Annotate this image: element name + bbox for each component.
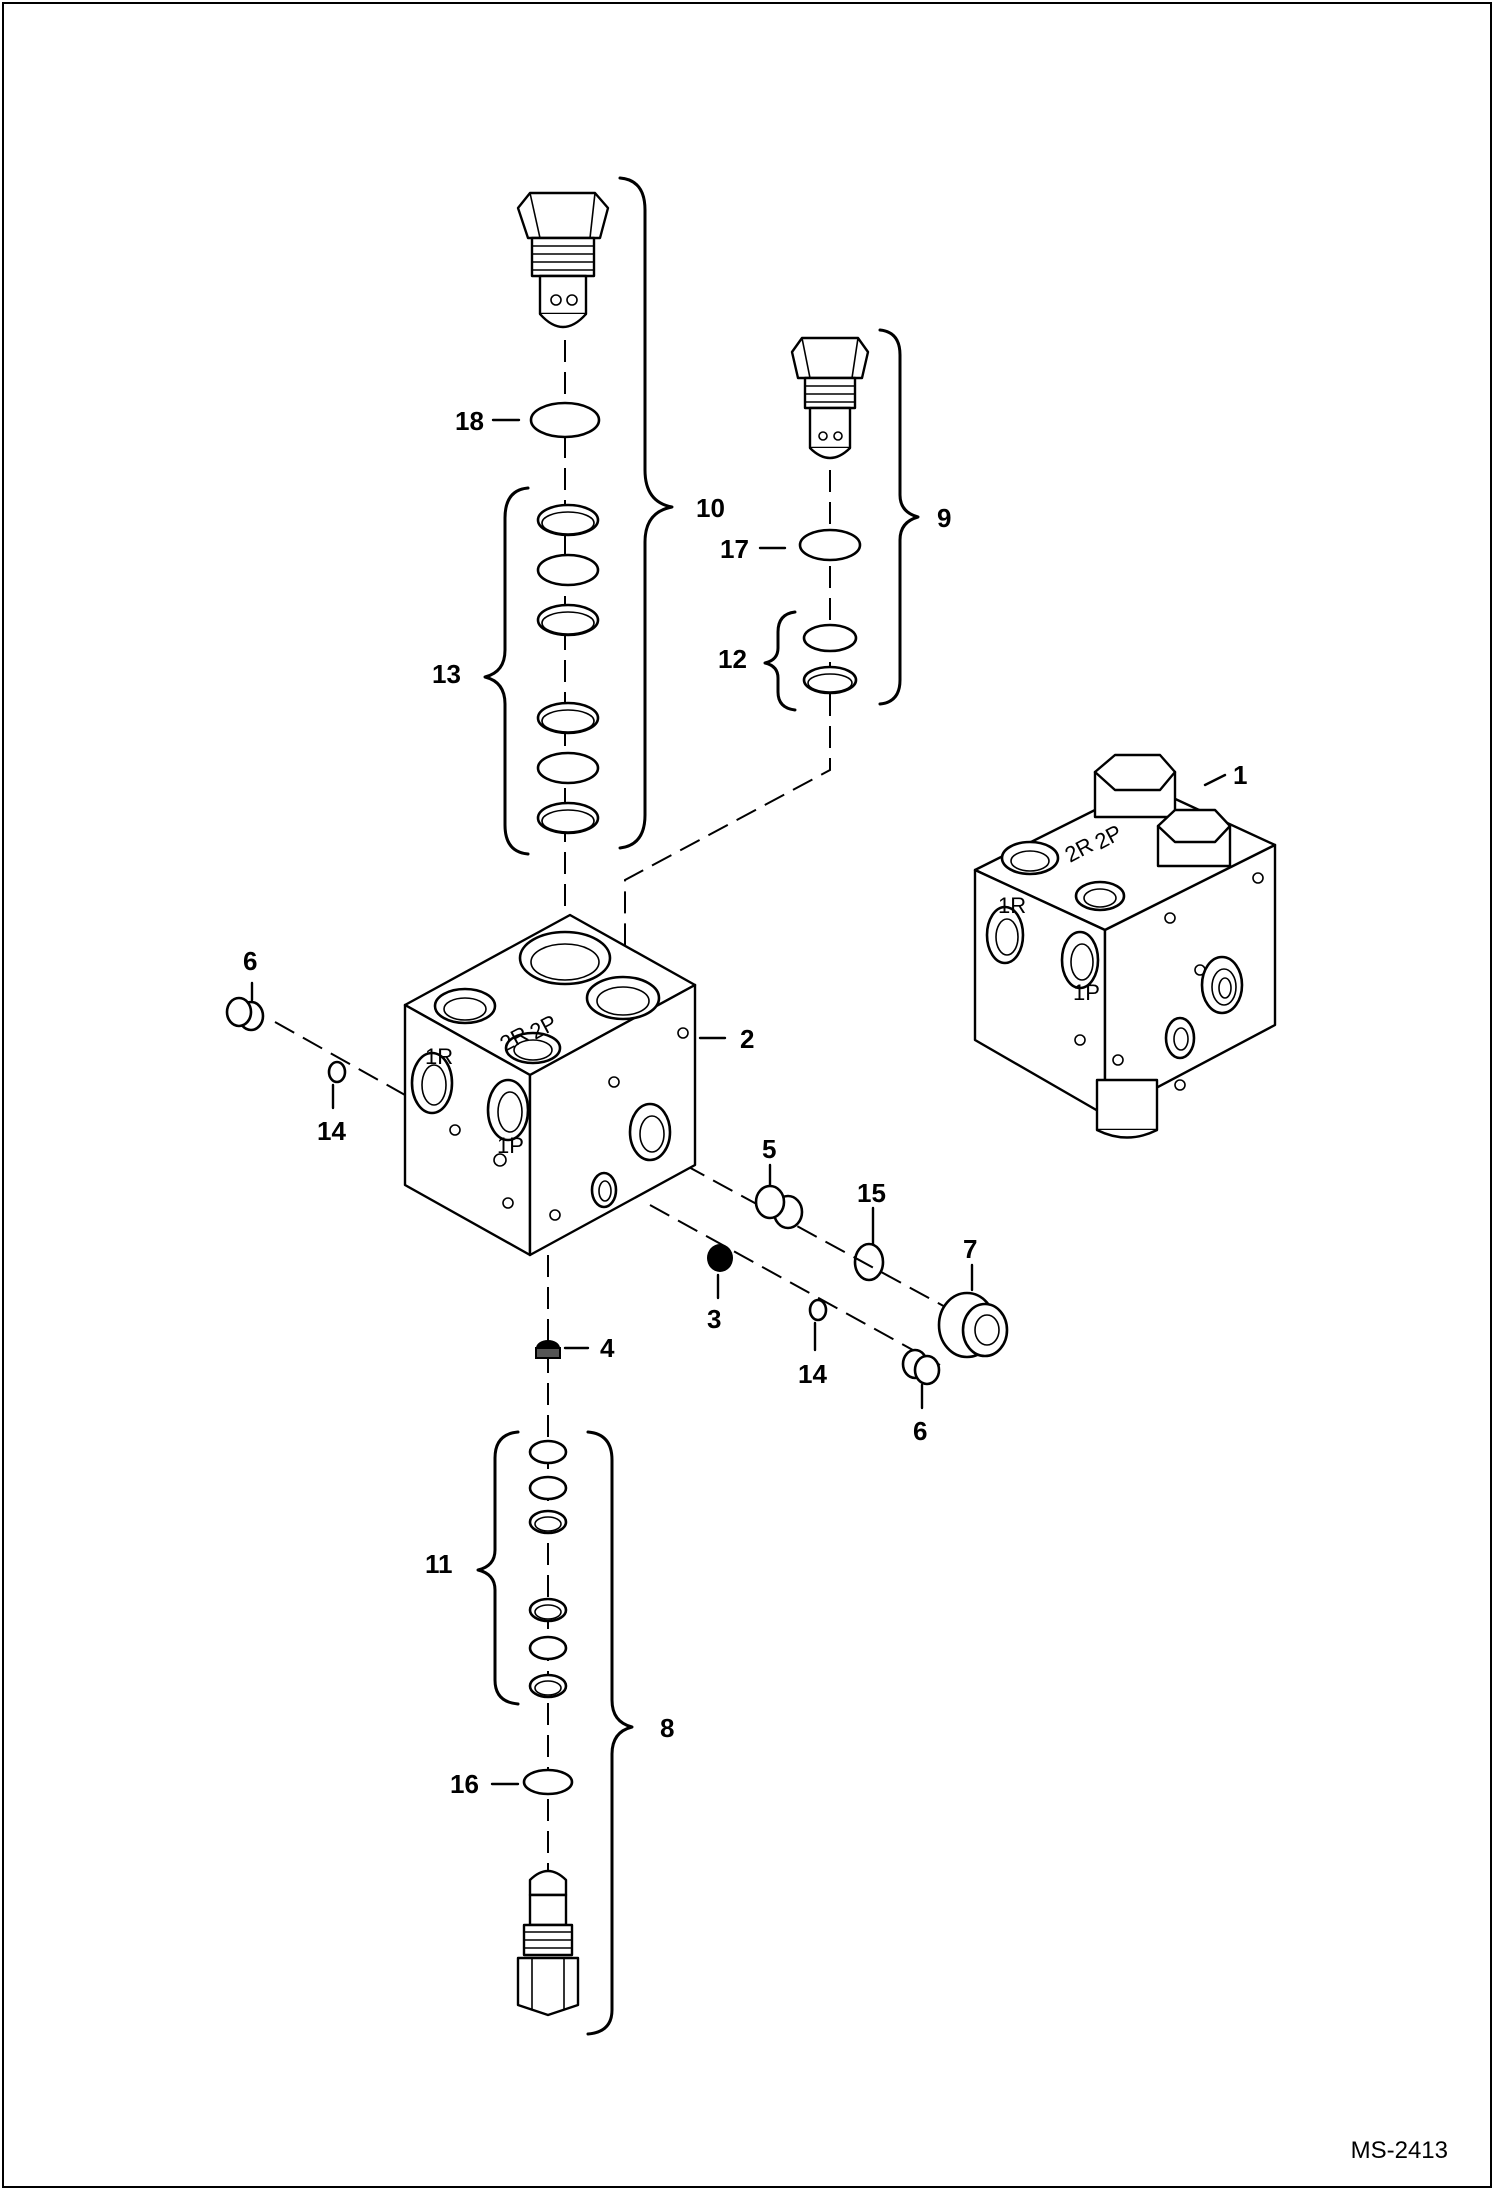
braces: [476, 176, 920, 2036]
callout-5: 5: [762, 1134, 776, 1164]
callout-7: 7: [963, 1234, 977, 1264]
callout-17: 17: [720, 534, 749, 564]
svg-text:1P: 1P: [497, 1133, 524, 1158]
callout-18: 18: [455, 406, 484, 436]
callout-6-right: 6: [913, 1416, 927, 1446]
callout-12: 12: [718, 644, 747, 674]
callout-9: 9: [937, 503, 951, 533]
svg-text:1R: 1R: [425, 1044, 453, 1069]
o-ring-16: [522, 1768, 574, 1796]
valve-body-2: [403, 913, 697, 1257]
svg-text:1R: 1R: [998, 893, 1026, 918]
ring-kit-13: [536, 503, 600, 835]
o-ring-18: [529, 401, 601, 439]
drawing-code: MS-2413: [1351, 2137, 1448, 2164]
o-ring-15: [853, 1242, 885, 1282]
callout-numbers: 1 2 3 4 5 6 6 7 8 9 10 11 12 13 14 14 15…: [243, 406, 1247, 1799]
callout-10: 10: [696, 493, 725, 523]
callout-3: 3: [707, 1304, 721, 1334]
callout-13: 13: [432, 659, 461, 689]
relief-valve-cartridge-8: [516, 1869, 580, 2017]
o-ring-14-left: [327, 1060, 347, 1084]
leader-lines: [250, 418, 1227, 1786]
o-ring-14-right: [808, 1298, 828, 1322]
plug-6-right: [901, 1348, 941, 1386]
callout-15: 15: [857, 1178, 886, 1208]
callout-2: 2: [740, 1024, 754, 1054]
set-screw-4: [535, 1340, 561, 1359]
callout-4: 4: [600, 1333, 615, 1363]
svg-text:1P: 1P: [1073, 980, 1100, 1005]
plug-6-left: [225, 996, 265, 1032]
valve-assembly-1: [973, 753, 1277, 1139]
callout-6-left: 6: [243, 946, 257, 976]
callout-1: 1: [1233, 760, 1247, 790]
relief-valve-cartridge-10: [516, 191, 610, 329]
callout-8: 8: [660, 1713, 674, 1743]
callout-11: 11: [425, 1549, 453, 1579]
plug-7: [937, 1291, 1009, 1359]
callout-16: 16: [450, 1769, 479, 1799]
orifice-5: [754, 1184, 804, 1230]
o-ring-17: [798, 528, 862, 562]
relief-valve-cartridge-9: [790, 336, 870, 460]
callout-14-right: 14: [798, 1359, 827, 1389]
ring-kit-12: [802, 623, 858, 695]
check-ball-3: [707, 1244, 733, 1272]
callout-14-left: 14: [317, 1116, 346, 1146]
center-lines: [274, 340, 961, 1880]
ring-kit-11: [528, 1439, 568, 1699]
